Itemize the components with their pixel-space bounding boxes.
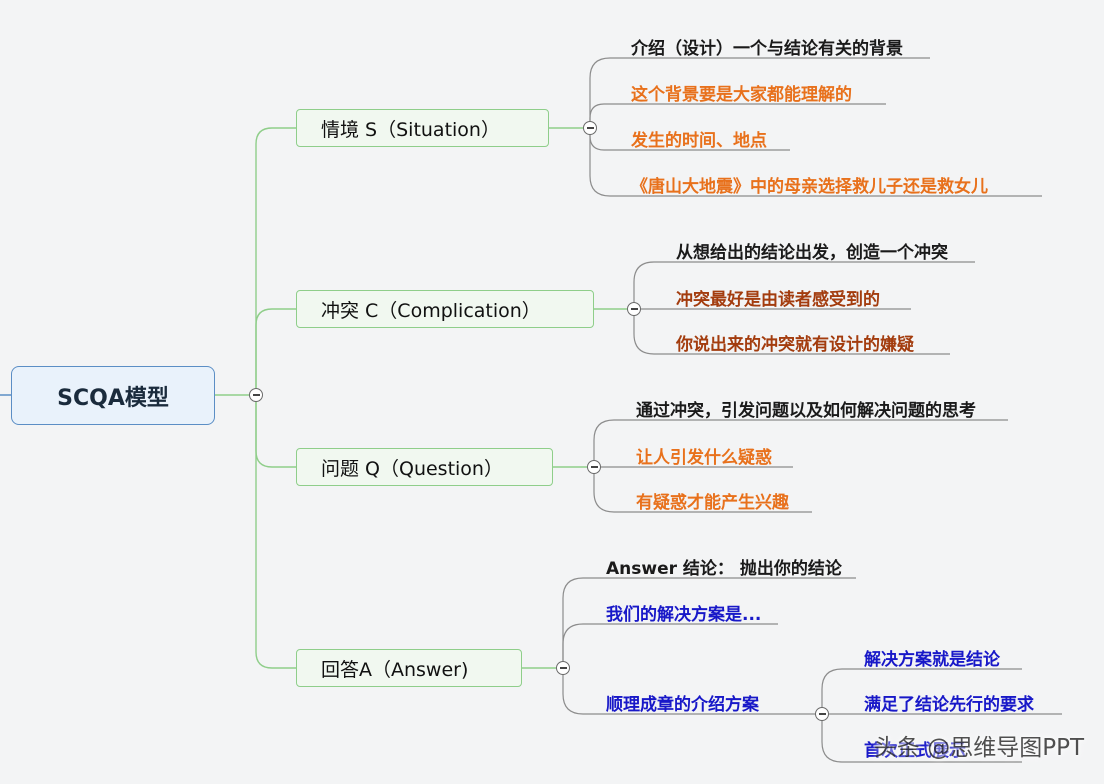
situation-collapse-icon[interactable] bbox=[583, 121, 597, 135]
answer-leaf-1[interactable]: Answer 结论： 抛出你的结论 bbox=[606, 552, 842, 580]
answer-subleaf-1[interactable]: 解决方案就是结论 bbox=[864, 643, 1000, 671]
branch-question-label: 问题 Q（Question） bbox=[321, 457, 503, 480]
answer-subleaf-3[interactable]: 首次正式展示 bbox=[864, 734, 966, 762]
question-leaf-3[interactable]: 有疑惑才能产生兴趣 bbox=[636, 486, 789, 514]
answer-leaf-2[interactable]: 我们的解决方案是... bbox=[606, 598, 761, 626]
complication-leaf-3-label: 你说出来的冲突就有设计的嫌疑 bbox=[676, 334, 914, 355]
branch-situation-label: 情境 S（Situation） bbox=[321, 118, 500, 141]
answer-subleaf-2-label: 满足了结论先行的要求 bbox=[864, 694, 1034, 715]
question-leaf-3-label: 有疑惑才能产生兴趣 bbox=[636, 492, 789, 513]
root-collapse-icon[interactable] bbox=[249, 388, 263, 402]
branch-complication-label: 冲突 C（Complication） bbox=[321, 299, 541, 322]
answer-leaf-3[interactable]: 顺理成章的介绍方案 bbox=[606, 688, 759, 716]
question-leaf-1-label: 通过冲突，引发问题以及如何解决问题的思考 bbox=[636, 400, 976, 421]
answer-collapse-icon[interactable] bbox=[556, 661, 570, 675]
situation-leaf-3[interactable]: 发生的时间、地点 bbox=[631, 124, 767, 152]
branch-question[interactable]: 问题 Q（Question） bbox=[296, 448, 553, 486]
answer-subleaf-1-label: 解决方案就是结论 bbox=[864, 649, 1000, 670]
complication-leaf-1[interactable]: 从想给出的结论出发，创造一个冲突 bbox=[676, 236, 948, 264]
question-leaf-1[interactable]: 通过冲突，引发问题以及如何解决问题的思考 bbox=[636, 394, 976, 422]
situation-leaf-4-label: 《唐山大地震》中的母亲选择救儿子还是救女儿 bbox=[631, 176, 988, 197]
question-leaf-2[interactable]: 让人引发什么疑惑 bbox=[636, 441, 772, 469]
root-node[interactable]: SCQA模型 bbox=[11, 366, 215, 425]
answer-leaf-2-label: 我们的解决方案是... bbox=[606, 604, 762, 625]
answer-leaf-1-label: Answer 结论： 抛出你的结论 bbox=[606, 558, 842, 579]
branch-complication[interactable]: 冲突 C（Complication） bbox=[296, 290, 594, 328]
branch-answer[interactable]: 回答A（Answer) bbox=[296, 649, 522, 687]
complication-leaf-2[interactable]: 冲突最好是由读者感受到的 bbox=[676, 283, 880, 311]
branch-answer-label: 回答A（Answer) bbox=[321, 658, 469, 681]
situation-leaf-4[interactable]: 《唐山大地震》中的母亲选择救儿子还是救女儿 bbox=[631, 170, 988, 198]
answer-leaf-3-label: 顺理成章的介绍方案 bbox=[606, 694, 759, 715]
situation-leaf-2-label: 这个背景要是大家都能理解的 bbox=[631, 84, 852, 105]
answer-leaf-3-collapse-icon[interactable] bbox=[815, 707, 829, 721]
situation-leaf-3-label: 发生的时间、地点 bbox=[631, 130, 767, 151]
situation-leaf-2[interactable]: 这个背景要是大家都能理解的 bbox=[631, 78, 852, 106]
watermark: 头条 @思维导图PPT bbox=[873, 735, 1084, 761]
complication-leaf-1-label: 从想给出的结论出发，创造一个冲突 bbox=[676, 242, 948, 263]
complication-collapse-icon[interactable] bbox=[627, 302, 641, 316]
question-leaf-2-label: 让人引发什么疑惑 bbox=[636, 447, 772, 468]
question-collapse-icon[interactable] bbox=[587, 460, 601, 474]
answer-subleaf-3-label: 首次正式展示 bbox=[864, 740, 966, 761]
situation-leaf-1-label: 介绍（设计）一个与结论有关的背景 bbox=[631, 38, 903, 59]
branch-situation[interactable]: 情境 S（Situation） bbox=[296, 109, 549, 147]
root-label: SCQA模型 bbox=[57, 385, 169, 411]
complication-leaf-3[interactable]: 你说出来的冲突就有设计的嫌疑 bbox=[676, 328, 914, 356]
answer-subleaf-2[interactable]: 满足了结论先行的要求 bbox=[864, 688, 1034, 716]
complication-leaf-2-label: 冲突最好是由读者感受到的 bbox=[676, 289, 880, 310]
situation-leaf-1[interactable]: 介绍（设计）一个与结论有关的背景 bbox=[631, 32, 903, 60]
